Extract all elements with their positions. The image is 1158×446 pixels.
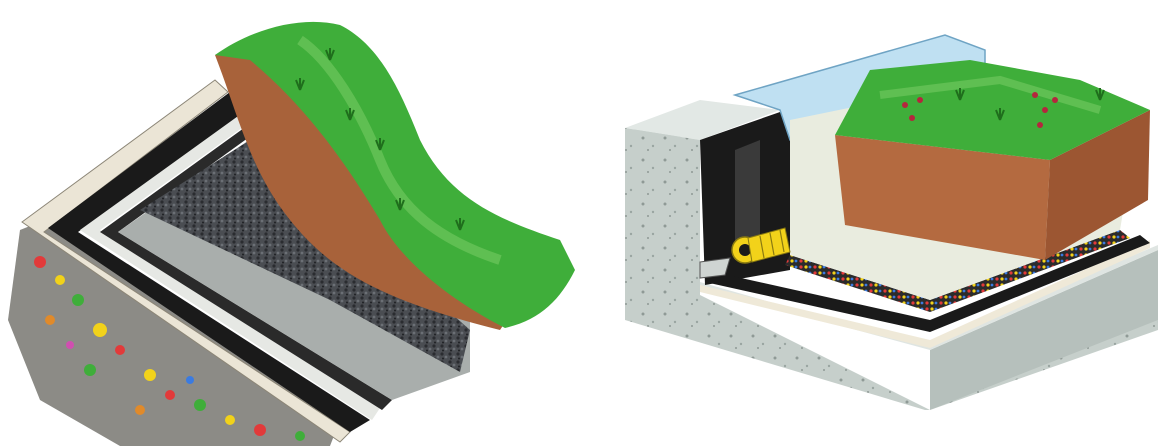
gutter: [700, 258, 730, 278]
flat-roof-illustration: [625, 35, 1158, 410]
sloped-roof-illustration: [8, 22, 575, 446]
parapet-wall: [625, 128, 700, 320]
